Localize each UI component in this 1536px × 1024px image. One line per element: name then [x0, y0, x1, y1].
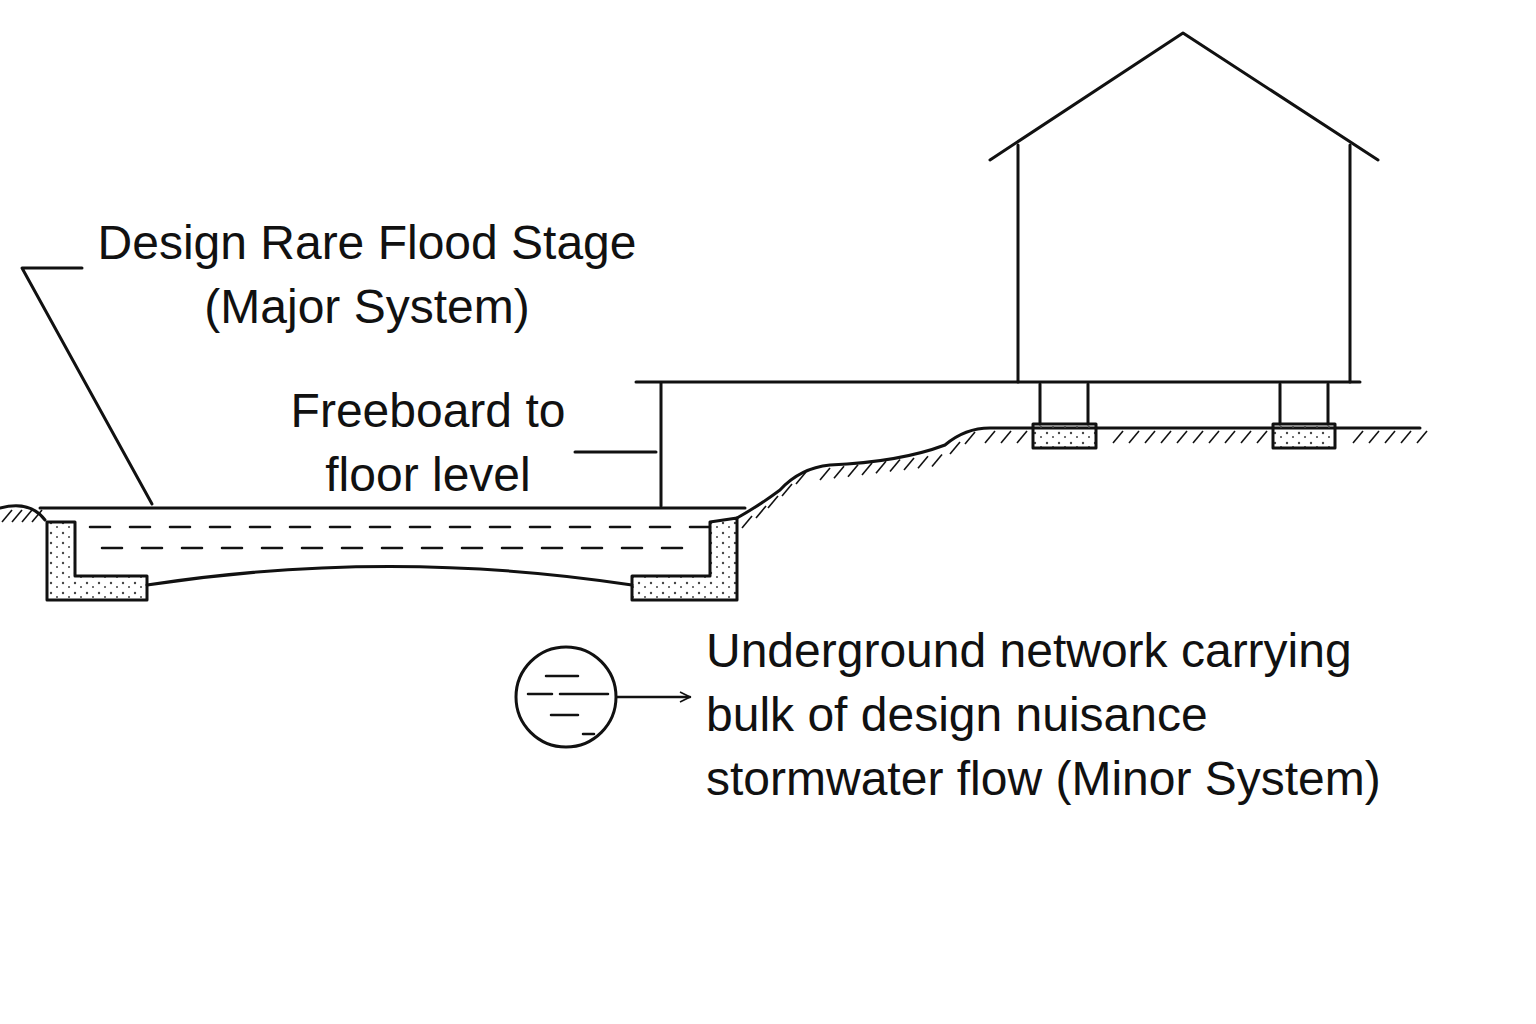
- hatch-stroke: [820, 468, 830, 480]
- water-dash: [542, 547, 562, 550]
- hatch-stroke: [1209, 431, 1219, 443]
- flood-stage-line: [40, 507, 745, 510]
- hatch-stroke: [918, 456, 928, 468]
- label-position: Freeboard to floor level: [268, 379, 588, 507]
- water-dash: [610, 526, 630, 529]
- hatch-stroke: [782, 484, 792, 496]
- hatch-stroke: [876, 461, 886, 473]
- water-dash: [130, 526, 150, 529]
- water-dash: [382, 547, 402, 550]
- ground-line: [0, 506, 45, 520]
- channel-lining-right: [632, 518, 737, 600]
- hatch-stroke: [1193, 431, 1203, 443]
- house-pier: [1040, 384, 1328, 424]
- water-dash: [302, 547, 322, 550]
- water-dash: [622, 547, 642, 550]
- hatch-stroke: [22, 510, 32, 522]
- freeboard-label: Freeboard to floor level: [268, 379, 588, 507]
- hatch-stroke: [1001, 431, 1011, 443]
- floor-level-line: [636, 381, 1360, 384]
- water-dashes: [90, 527, 710, 548]
- water-dash: [210, 526, 230, 529]
- hatch-stroke: [1113, 431, 1123, 443]
- water-dash: [330, 526, 350, 529]
- freeboard-dimension: [660, 383, 663, 506]
- hatch-stroke: [1241, 431, 1251, 443]
- hatch-stroke: [904, 458, 914, 470]
- hatch-stroke: [1145, 431, 1155, 443]
- hatch-stroke: [1369, 431, 1379, 443]
- footing: [1273, 424, 1335, 448]
- pipe-symbol: [516, 647, 616, 747]
- house-walls: [1018, 145, 1350, 382]
- hatch-stroke: [848, 465, 858, 477]
- water-dash: [370, 526, 390, 529]
- water-dash: [530, 526, 550, 529]
- water-dash: [650, 526, 670, 529]
- water-dash: [450, 526, 470, 529]
- hatch-stroke: [742, 516, 752, 528]
- water-dash: [490, 526, 510, 529]
- hatch-stroke: [12, 510, 22, 522]
- house-roof: [990, 33, 1378, 160]
- footing: [1033, 424, 1096, 448]
- water-dash: [462, 547, 482, 550]
- water-dash: [142, 547, 162, 550]
- hatch-stroke: [796, 472, 806, 484]
- minor-system-label: Underground network carrying bulk of des…: [706, 619, 1406, 811]
- water-dash: [170, 526, 190, 529]
- water-dash: [410, 526, 430, 529]
- hatch-stroke: [1353, 431, 1363, 443]
- leader-line: [575, 451, 656, 454]
- ground-hatching: [2, 431, 1427, 528]
- water-dash: [690, 526, 710, 529]
- label-position: Underground network carrying bulk of des…: [706, 619, 1406, 811]
- pipe-arrow: [617, 696, 690, 699]
- hatch-stroke: [932, 455, 942, 467]
- hatch-stroke: [756, 506, 766, 518]
- water-dash: [290, 526, 310, 529]
- channel-invert: [147, 567, 632, 586]
- hatch-stroke: [985, 431, 995, 443]
- hatch-stroke: [1017, 431, 1027, 443]
- water-dash: [342, 547, 362, 550]
- hatch-stroke: [950, 442, 960, 454]
- hatch-stroke: [862, 463, 872, 475]
- water-dash: [422, 547, 442, 550]
- pipe-water: [528, 676, 608, 734]
- hatch-stroke: [890, 460, 900, 472]
- flood-stage-label: Design Rare Flood Stage (Major System): [77, 211, 657, 339]
- water-dash: [502, 547, 522, 550]
- hatch-stroke: [2, 510, 12, 522]
- hatch-stroke: [1385, 431, 1395, 443]
- water-dash: [250, 526, 270, 529]
- hatch-stroke: [1129, 431, 1139, 443]
- hatch-stroke: [1177, 431, 1187, 443]
- water-dash: [662, 547, 682, 550]
- water-dash: [262, 547, 282, 550]
- water-dash: [582, 547, 602, 550]
- hatch-stroke: [1401, 431, 1411, 443]
- hatch-stroke: [1225, 431, 1235, 443]
- water-dash: [222, 547, 242, 550]
- hatch-stroke: [768, 496, 778, 508]
- hatch-stroke: [834, 466, 844, 478]
- hatch-stroke: [1161, 431, 1171, 443]
- hatch-stroke: [1257, 431, 1267, 443]
- hatch-stroke: [32, 510, 42, 522]
- channel-lining-left: [47, 522, 147, 600]
- hatch-stroke: [965, 432, 975, 444]
- leader-line: [22, 268, 152, 504]
- water-dash: [90, 526, 110, 529]
- water-dash: [570, 526, 590, 529]
- hatch-stroke: [1417, 431, 1427, 443]
- water-dash: [182, 547, 202, 550]
- water-dash: [102, 547, 122, 550]
- label-position: Design Rare Flood Stage (Major System): [77, 211, 657, 339]
